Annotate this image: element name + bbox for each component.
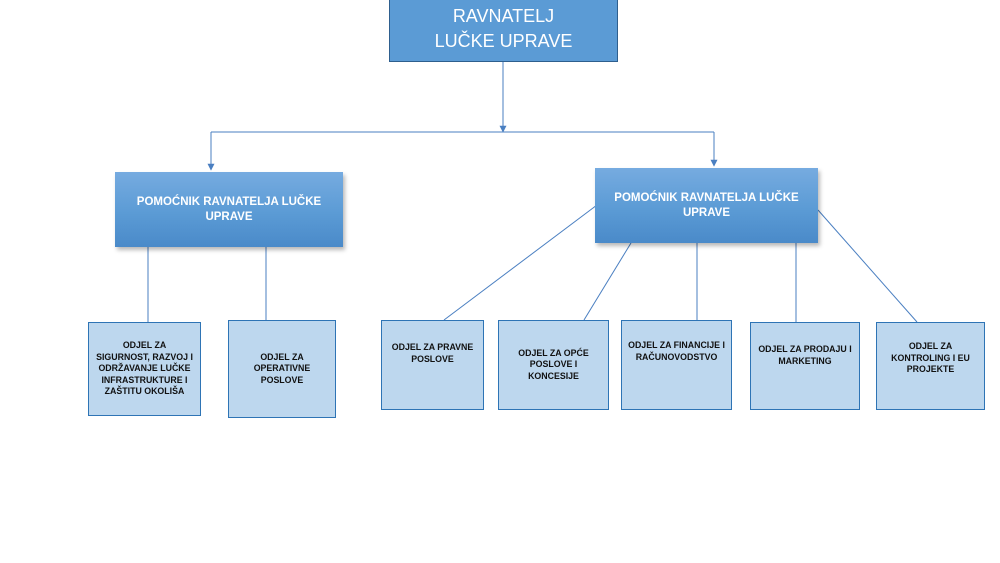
department-label: ODJEL ZA SIGURNOST, RAZVOJ I ODRŽAVANJE … — [96, 340, 193, 397]
department-box-finance-accounting: ODJEL ZA FINANCIJE I RAČUNOVODSTVO — [621, 320, 732, 410]
root-title-line1: RAVNATELJ — [452, 6, 555, 26]
department-box-operations: ODJEL ZA OPERATIVNE POSLOVE — [228, 320, 336, 418]
department-label: ODJEL ZA PRAVNE POSLOVE — [391, 342, 474, 364]
assistant-director-box-right: POMOĆNIK RAVNATELJA LUČKE UPRAVE — [595, 168, 818, 243]
connector-dept-4 — [583, 242, 632, 321]
department-box-sales-marketing: ODJEL ZA PRODAJU I MARKETING — [750, 322, 860, 410]
department-label: ODJEL ZA FINANCIJE I RAČUNOVODSTVO — [628, 340, 725, 362]
department-label: ODJEL ZA OPERATIVNE POSLOVE — [253, 351, 311, 385]
department-box-safety-development: ODJEL ZA SIGURNOST, RAZVOJ I ODRŽAVANJE … — [88, 322, 201, 416]
assistant-director-box-left: POMOĆNIK RAVNATELJA LUČKE UPRAVE — [115, 172, 343, 247]
connector-dept-3 — [443, 204, 598, 321]
root-title-line2: LUČKE UPRAVE — [434, 31, 573, 51]
department-label: ODJEL ZA KONTROLING I EU PROJEKTE — [891, 341, 970, 374]
department-box-controlling-eu-projects: ODJEL ZA KONTROLING I EU PROJEKTE — [876, 322, 985, 410]
assistant-label-right: POMOĆNIK RAVNATELJA LUČKE UPRAVE — [614, 191, 799, 219]
department-label: ODJEL ZA OPĆE POSLOVE I KONCESIJE — [518, 347, 589, 381]
connector-dept-7 — [817, 209, 918, 323]
department-box-general-concessions: ODJEL ZA OPĆE POSLOVE I KONCESIJE — [498, 320, 609, 410]
root-director-box: RAVNATELJ LUČKE UPRAVE — [389, 0, 618, 62]
department-box-legal: ODJEL ZA PRAVNE POSLOVE — [381, 320, 484, 410]
assistant-label-left: POMOĆNIK RAVNATELJA LUČKE UPRAVE — [136, 195, 322, 223]
department-label: ODJEL ZA PRODAJU I MARKETING — [758, 344, 852, 366]
